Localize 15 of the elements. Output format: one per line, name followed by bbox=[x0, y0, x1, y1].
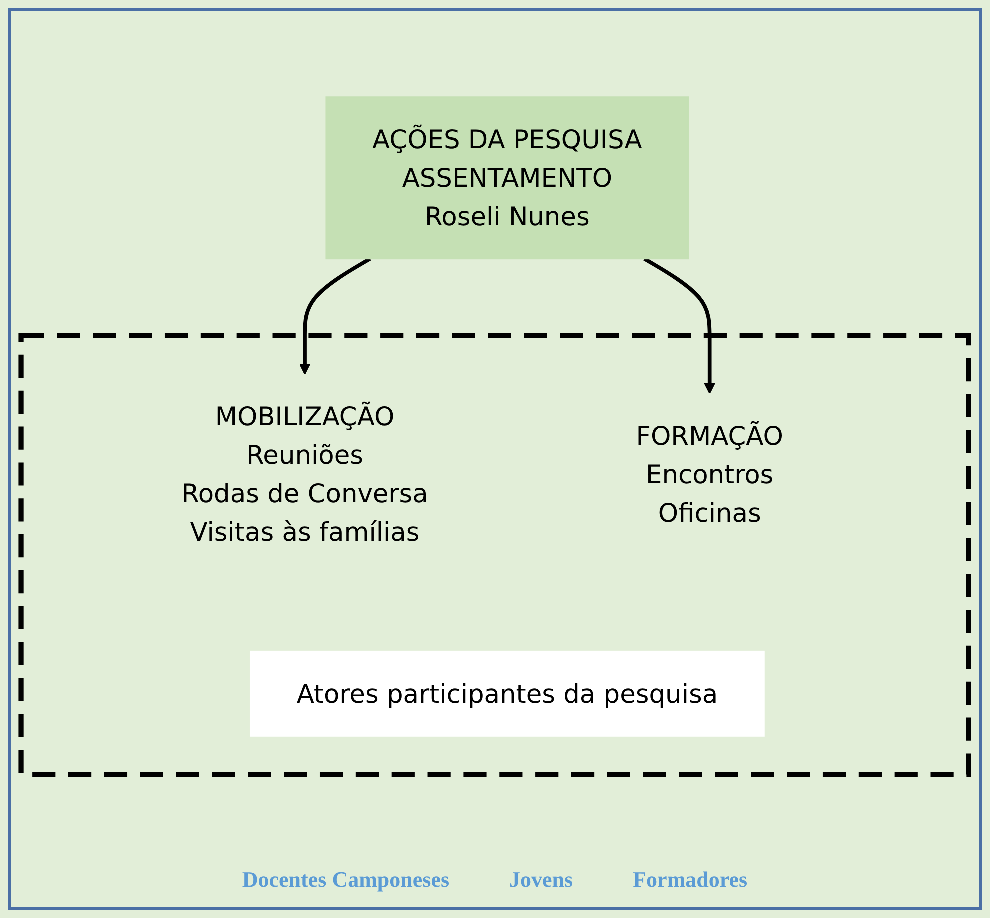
node-label: Reuniões bbox=[246, 440, 364, 471]
node-label: Encontros bbox=[646, 459, 774, 490]
participant-label: Jovens bbox=[510, 867, 574, 893]
arrow bbox=[299, 257, 372, 375]
node-label: Rodas de Conversa bbox=[182, 478, 428, 510]
node-text: FORMAÇÃO bbox=[636, 420, 784, 452]
node-box: AÇÕES DA PESQUISA ASSENTAMENTO Roseli Nunes bbox=[326, 96, 690, 260]
participant-label: Formadores bbox=[633, 867, 748, 893]
participant-label: Docentes Camponeses bbox=[242, 867, 450, 893]
cluster bbox=[18, 333, 972, 778]
node-box: Atores participantes da pesquisa bbox=[250, 650, 765, 737]
arrow bbox=[644, 257, 716, 394]
node-label: Oficinas bbox=[658, 498, 762, 528]
node-text: MOBILIZAÇÃO bbox=[215, 401, 395, 432]
node-label: Visitas às famílias bbox=[190, 516, 420, 548]
